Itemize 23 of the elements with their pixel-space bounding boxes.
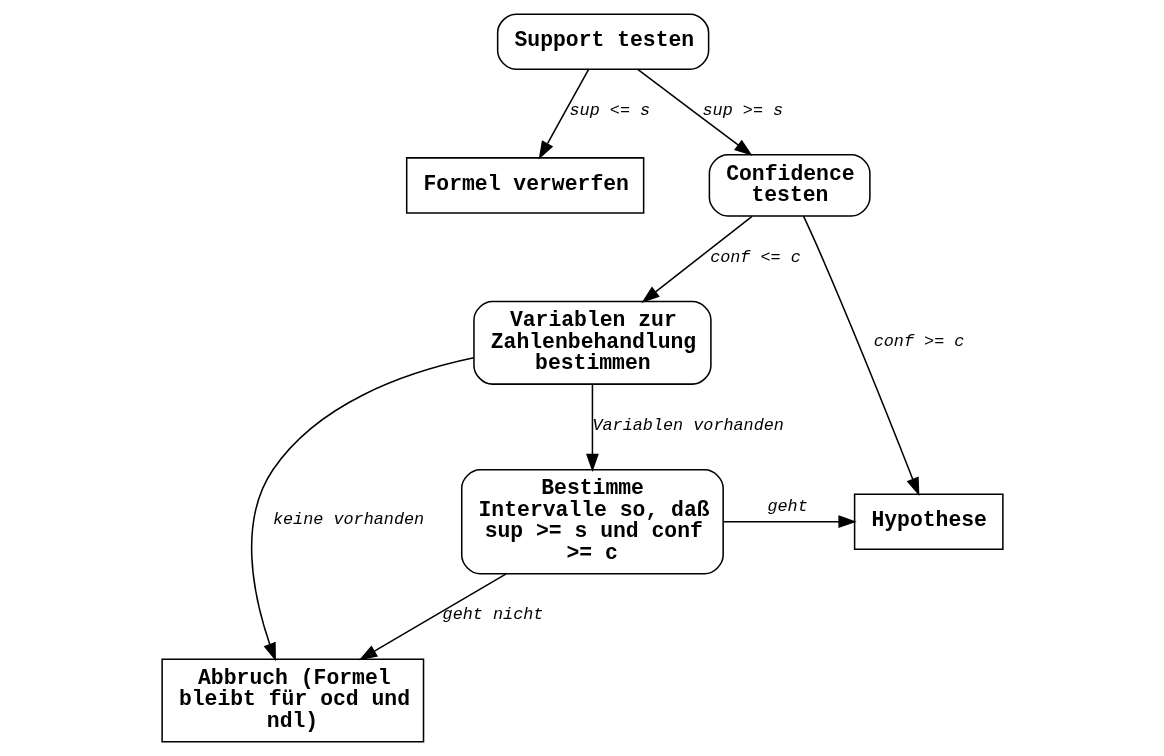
node-box: Support testen [496, 13, 709, 70]
arrow [358, 573, 507, 661]
arrow [640, 215, 753, 303]
node-box: Confidence testen [708, 154, 871, 217]
edge-label: Variablen vorhanden [591, 415, 784, 435]
arrow [538, 68, 589, 160]
node-box: Formel verwerfen [405, 157, 644, 214]
edge-label: geht [766, 496, 808, 516]
arrow [585, 383, 599, 473]
arrow [250, 357, 475, 662]
arrow [722, 515, 857, 529]
arrow [636, 68, 752, 156]
edge-label: geht nicht [442, 605, 543, 625]
node-box: Abbruch (Formel bleibt für ocd und ndl) [160, 658, 424, 743]
edge-label: keine vorhanden [272, 510, 424, 530]
edge-label: conf >= c [873, 331, 964, 351]
node-box: Variablen zur Zahlenbehandlung bestimmen [472, 300, 712, 385]
edge-label: sup >= s [702, 100, 783, 120]
edge-label: sup <= s [569, 100, 650, 120]
node-box: Bestimme Intervalle so, daß sup >= s und conf >= c [460, 468, 724, 575]
arrow [802, 215, 919, 497]
node-box: Hypothese [853, 493, 1004, 550]
edge-label: conf <= c [709, 247, 801, 267]
